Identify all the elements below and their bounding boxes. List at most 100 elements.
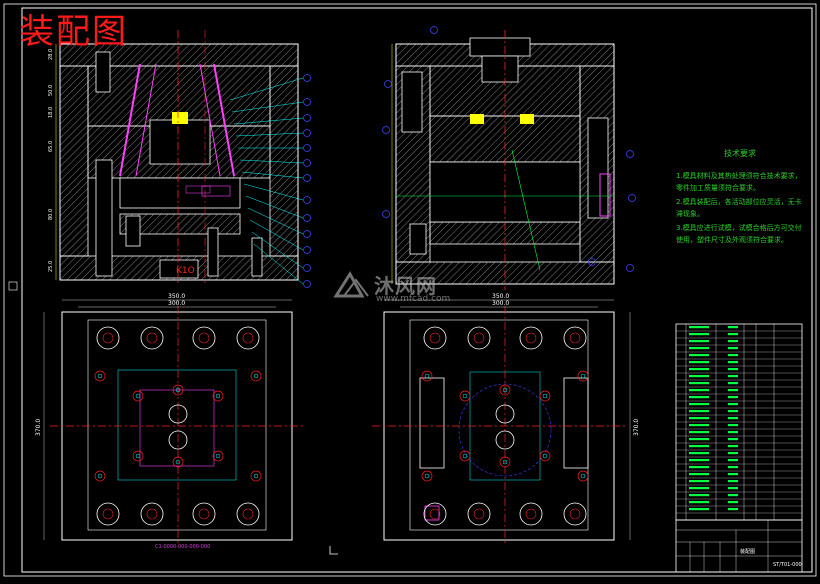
bom-entry: [728, 347, 738, 350]
pin-hole: [542, 453, 548, 459]
side-dim-1: 28.0: [48, 49, 54, 60]
bom-entry: [689, 354, 709, 357]
moving-half-plan-view: [43, 299, 304, 546]
balloon-marker: [626, 150, 634, 158]
pin-hole: [539, 450, 551, 462]
bolt-hole: [140, 502, 164, 526]
bolt-hole: [242, 508, 254, 520]
bom-entry: [689, 438, 709, 441]
bom-entry: [689, 424, 709, 427]
bolt-hole: [198, 508, 210, 520]
pin-hole: [94, 470, 106, 482]
bom-entry: [689, 487, 709, 490]
bom-entry: [689, 382, 709, 385]
bolt-hole: [102, 332, 114, 344]
bom-entry: [728, 494, 738, 497]
bom-entry: [689, 452, 709, 455]
bolt-hole: [140, 326, 164, 350]
bom-entry: [689, 431, 709, 434]
pin-hole: [97, 373, 103, 379]
bolt-hole: [102, 508, 114, 520]
pin-hole: [577, 370, 589, 382]
bom-entry: [728, 340, 738, 343]
dim-width-overall-left: 350.0: [168, 293, 185, 300]
bolt-hole: [467, 326, 491, 350]
balloon-marker: [303, 264, 311, 272]
bom-entry: [728, 361, 738, 364]
bom-entry: [689, 403, 709, 406]
bom-entry: [728, 459, 738, 462]
bom-entry: [728, 382, 738, 385]
balloon-marker: [303, 144, 311, 152]
pin-hole: [462, 393, 468, 399]
bolt-hole: [96, 326, 120, 350]
pin-hole: [215, 453, 221, 459]
balloon-leaders-side: [382, 26, 636, 272]
cavity: [168, 430, 188, 450]
pin-hole: [132, 450, 144, 462]
bom-entry: [689, 410, 709, 413]
bolt-hole: [519, 502, 543, 526]
title-block-name: 装配图: [740, 549, 756, 555]
pin-hole: [421, 370, 433, 382]
bom-entry: [728, 368, 738, 371]
technical-note-3: 3.模具应进行试模，试模合格后方可交付使用，塑件尺寸及外观须符合要求。: [676, 224, 802, 244]
drawing-caption: C1-0000-000-000-000: [155, 544, 211, 550]
balloon-marker: [303, 74, 311, 82]
side-dim-5: 80.0: [48, 209, 54, 220]
bom-entry: [728, 473, 738, 476]
bolt-hole: [146, 508, 158, 520]
pin-hole: [459, 450, 471, 462]
bom-entry: [689, 494, 709, 497]
pin-hole: [502, 459, 508, 465]
bom-entry: [689, 361, 709, 364]
watermark-logo-icon: [333, 271, 369, 298]
pin-hole: [172, 384, 184, 396]
bom-entry: [728, 487, 738, 490]
bom-entry: [689, 480, 709, 483]
bom-entry: [728, 396, 738, 399]
watermark: 沐风网 www.mfcad.com: [330, 268, 500, 308]
bolt-hole: [569, 508, 581, 520]
pin-hole: [175, 459, 181, 465]
bolt-hole: [242, 332, 254, 344]
title-block: [675, 519, 803, 573]
bom-entry: [689, 466, 709, 469]
pin-hole: [253, 373, 259, 379]
balloon-marker: [303, 246, 311, 254]
dim-height-right: 370.0: [633, 419, 640, 436]
bolt-hole: [569, 332, 581, 344]
pin-hole: [94, 370, 106, 382]
pin-hole: [502, 387, 508, 393]
pin-hole: [172, 456, 184, 468]
dim-width-overall-right: 350.0: [492, 293, 509, 300]
fixed-half-plan-view: [372, 299, 631, 546]
bolt-hole: [563, 502, 587, 526]
bom-entry: [728, 354, 738, 357]
balloon-marker: [588, 258, 596, 266]
cavity: [168, 404, 188, 424]
bom-entry: [689, 473, 709, 476]
pin-hole: [577, 470, 589, 482]
bom-entry: [728, 333, 738, 336]
bom-entry: [728, 480, 738, 483]
pin-hole: [135, 453, 141, 459]
technical-requirements-title: 技术要求: [724, 149, 756, 158]
bom-entry: [689, 368, 709, 371]
bolt-hole: [473, 332, 485, 344]
bolt-hole: [192, 326, 216, 350]
bom-entry: [689, 417, 709, 420]
bom-entry: [689, 508, 709, 511]
pin-hole: [175, 387, 181, 393]
technical-note-2: 2.模具装配后，各活动部位应灵活，无卡滞现象。: [676, 198, 802, 218]
cavity: [495, 404, 515, 424]
pin-hole: [215, 393, 221, 399]
cavity: [495, 430, 515, 450]
bom-entry: [689, 326, 709, 329]
pin-hole: [421, 470, 433, 482]
bolt-hole: [423, 326, 447, 350]
pin-hole: [580, 373, 586, 379]
outer-frame: [3, 3, 817, 577]
